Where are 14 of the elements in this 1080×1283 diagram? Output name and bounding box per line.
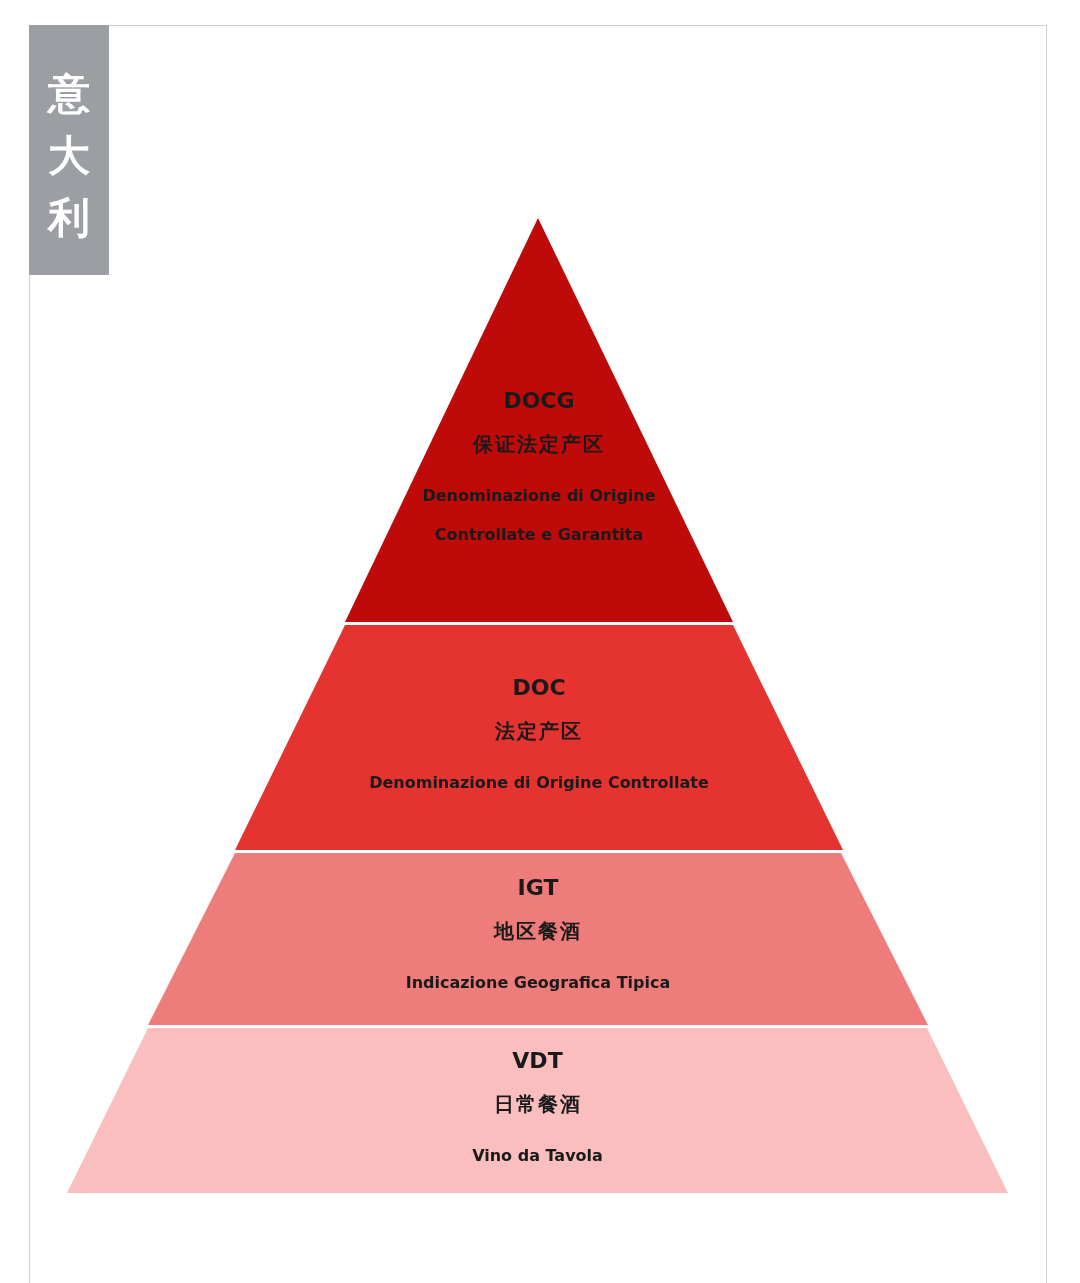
tier-code: VDT (512, 1048, 563, 1073)
tier-name: 地区餐酒 (494, 918, 582, 945)
tier-code: DOC (512, 675, 566, 700)
tier-name: 法定产区 (495, 718, 583, 745)
tier-description: Denominazione di Origine Controllate (369, 772, 709, 794)
tier-name: 保证法定产区 (473, 431, 605, 458)
tier-description: Vino da Tavola (472, 1145, 603, 1167)
tier-code: IGT (517, 875, 559, 900)
tier-description: Indicazione Geografica Tipica (405, 972, 671, 994)
tier-code: DOCG (503, 388, 575, 413)
title-tab (29, 25, 109, 275)
tier-name: 日常餐酒 (493, 1091, 582, 1118)
title-text: 意大利 (47, 68, 91, 244)
tier-description: Denominazione di Origine Controllate e Garantita (421, 485, 657, 546)
